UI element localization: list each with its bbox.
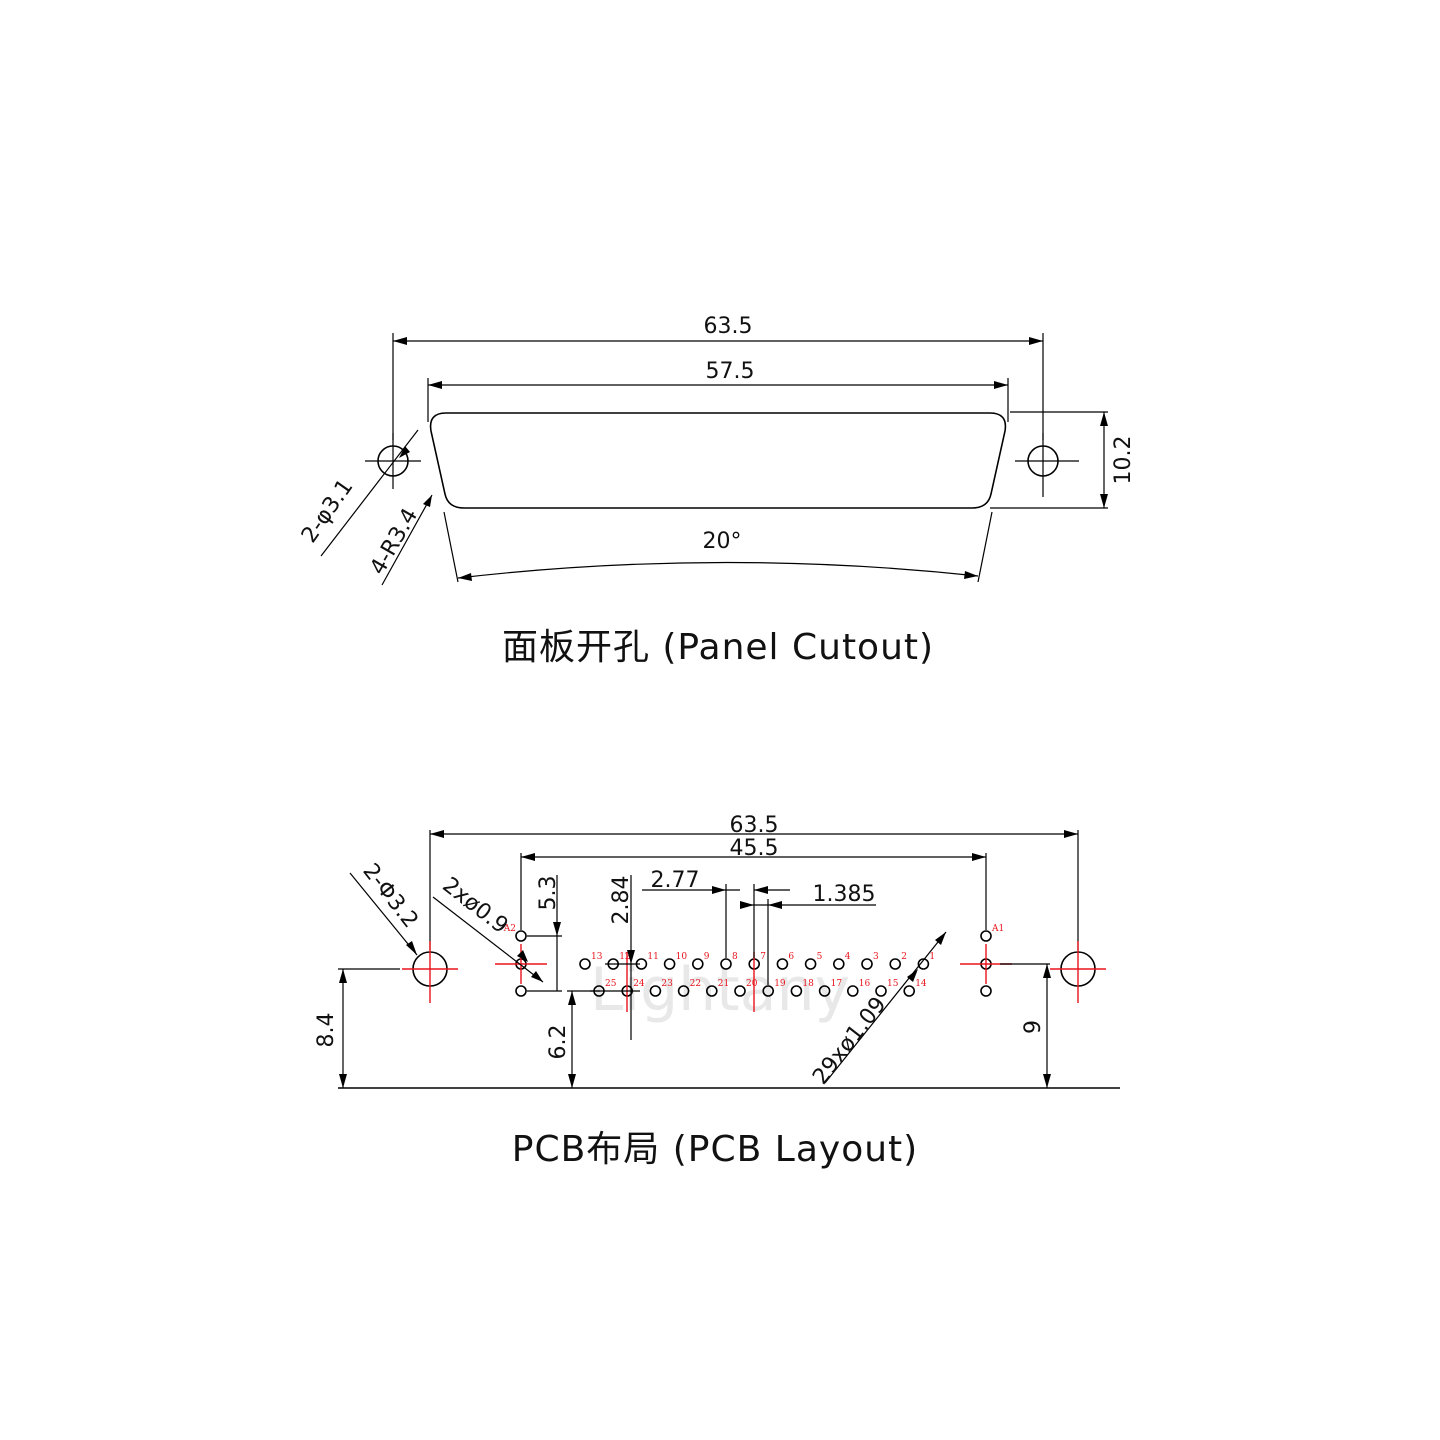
- pcb-hole-leader: [349, 872, 418, 956]
- hole-leader: [320, 429, 419, 557]
- pin-label: 23: [661, 979, 673, 989]
- pin-label: 7: [760, 952, 766, 962]
- angle-arc: [457, 561, 979, 579]
- pin-hole: [832, 958, 845, 970]
- dim-half-pitch-label: 1.385: [813, 882, 876, 907]
- panel-mount-hole-left: [365, 433, 421, 489]
- pin-hole: [818, 985, 831, 997]
- pin-hole: [846, 985, 859, 997]
- pin-label-a2: A2: [503, 924, 516, 934]
- pcb-layout: Lightany 63.5 45.5: [314, 813, 1120, 1170]
- pin-hole: [917, 958, 930, 970]
- pin-label: 18: [802, 979, 814, 989]
- pin-label: 1: [929, 952, 935, 962]
- radius-leader: [381, 494, 433, 586]
- dim-left-height-label: 8.4: [314, 1013, 339, 1048]
- pcb-mount-hole-left: [402, 941, 458, 1003]
- pin-label: 4: [845, 952, 851, 962]
- pin-hole: [734, 985, 746, 997]
- pin-hole: [691, 958, 704, 970]
- pin-label: 3: [873, 952, 879, 962]
- pin-label: 20: [746, 979, 758, 989]
- pcb-a2-pins: A2: [495, 924, 547, 997]
- pin-label: 8: [732, 952, 738, 962]
- panel-mount-hole-right: [1015, 433, 1079, 497]
- pin-label: 25: [605, 979, 617, 989]
- pin-hole: [663, 958, 676, 970]
- pin-label: 6: [788, 952, 794, 962]
- pin-label: 24: [633, 979, 645, 989]
- pcb-a1-pins: A1: [960, 924, 1012, 997]
- pin-label: 5: [817, 952, 823, 962]
- pin-label: 21: [718, 979, 729, 989]
- pin-hole: [762, 985, 775, 997]
- dim-radius-label: 4-R3.4: [365, 504, 423, 579]
- dim-angle-label: 20°: [703, 529, 742, 554]
- pin-label: 19: [774, 979, 786, 989]
- pin-hole: [861, 958, 873, 970]
- pin-label: 9: [704, 952, 710, 962]
- pin-label: 10: [676, 952, 688, 962]
- dim-body-label: 57.5: [706, 359, 755, 384]
- dim-a-offset-label: 5.3: [536, 876, 561, 911]
- pin-label: 12: [619, 952, 630, 962]
- watermark: Lightany: [590, 955, 850, 1025]
- pcb-mount-hole-right: [1050, 941, 1106, 1003]
- dim-hole-label: 2-φ3.1: [297, 475, 358, 548]
- pin-hole: [649, 985, 662, 997]
- dim-height-label: 10.2: [1111, 436, 1136, 485]
- pin-label: 14: [915, 979, 927, 989]
- pin-label: 22: [690, 979, 701, 989]
- pin-label: 2: [901, 952, 907, 962]
- pin-hole-leader: [824, 931, 947, 1084]
- pin-hole: [776, 958, 789, 970]
- pin-label: 17: [831, 979, 843, 989]
- pcb-layout-title: PCB布局 (PCB Layout): [512, 1129, 918, 1170]
- dim-row-pitch-label: 2.84: [609, 876, 634, 925]
- dim-inner-height-label: 6.2: [546, 1025, 571, 1060]
- dim-pitch-label: 2.77: [651, 868, 700, 893]
- panel-cutout: 63.5 57.5 10.2 2-φ3.1 4-R3.4: [297, 314, 1136, 668]
- pin-hole: [804, 958, 817, 970]
- pin-label: 15: [887, 979, 899, 989]
- pin-hole: [790, 985, 803, 997]
- pin-hole: [720, 958, 732, 970]
- pin-hole: [579, 958, 591, 970]
- dim-right-height-label: 9: [1021, 1020, 1046, 1034]
- pin-hole: [705, 985, 718, 997]
- pin-label: 16: [859, 979, 871, 989]
- pin-hole: [889, 958, 902, 970]
- pin-hole: [903, 985, 916, 997]
- pin-label: 13: [591, 952, 603, 962]
- pcb-dim-overall-label: 63.5: [730, 813, 779, 838]
- dim-overall-label: 63.5: [704, 314, 753, 339]
- d-sub-cutout-outline: [429, 412, 1007, 509]
- pin-hole: [875, 985, 887, 997]
- pcb-dim-span-label: 45.5: [730, 836, 779, 861]
- pin-hole: [677, 985, 690, 997]
- small-hole-leader: [432, 896, 544, 983]
- pin-label: 11: [647, 952, 658, 962]
- panel-cutout-title: 面板开孔 (Panel Cutout): [502, 627, 934, 668]
- pin-label-a1: A1: [991, 924, 1004, 934]
